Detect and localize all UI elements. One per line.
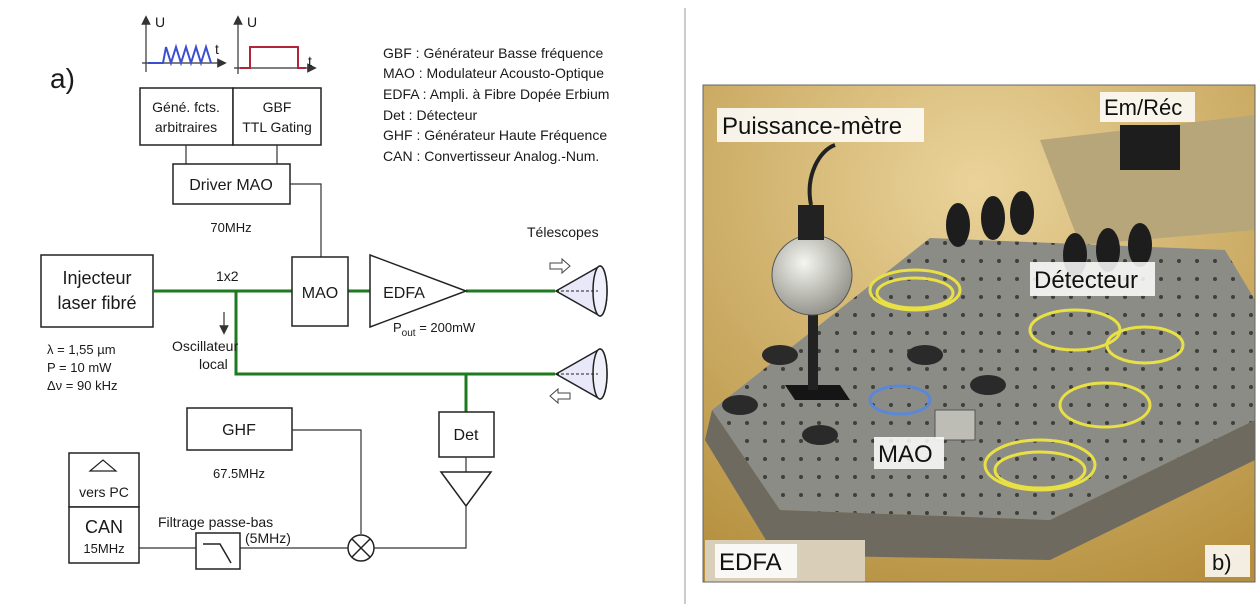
axis-t-label: t: [215, 41, 219, 57]
local-oscillator-line2: local: [199, 356, 228, 372]
photo-label-detecteur: Détecteur: [1030, 262, 1155, 296]
gbf-box: [233, 88, 321, 145]
can-frequency: 15MHz: [83, 541, 124, 556]
filter-label-line1: Filtrage passe-bas: [158, 514, 273, 530]
injecteur-line1: Injecteur: [62, 268, 131, 288]
telescope-rx-icon: [550, 349, 607, 403]
driver-frequency: 70MHz: [210, 220, 251, 235]
legend-item: GHF : Générateur Haute Fréquence: [383, 127, 607, 143]
photo-label-b: b): [1205, 545, 1250, 577]
gbf-line2: TTL Gating: [242, 119, 312, 135]
vers-pc-label: vers PC: [79, 484, 129, 500]
laser-linewidth: Δν = 90 kHz: [47, 378, 117, 393]
axis-u-label: U: [155, 14, 165, 30]
svg-text:Em/Réc: Em/Réc: [1104, 95, 1182, 120]
telescopes-label: Télescopes: [527, 224, 599, 240]
injecteur-box: [41, 255, 153, 327]
svg-text:EDFA: EDFA: [719, 549, 782, 576]
laser-power: P = 10 mW: [47, 360, 112, 375]
axis-u-label: U: [247, 14, 257, 30]
detector-label: Det: [454, 427, 479, 444]
arbitrary-generator-line2: arbitraires: [155, 119, 217, 135]
photo-label-emrec: Em/Réc: [1100, 92, 1195, 122]
can-label: CAN: [85, 517, 123, 537]
coupler-label: 1x2: [216, 268, 239, 284]
driver-mao-label: Driver MAO: [189, 177, 273, 194]
filter-label-line2: (5MHz): [245, 530, 291, 546]
telescope-tx-icon: [550, 259, 607, 316]
injecteur-line2: laser fibré: [57, 293, 136, 313]
legend-item: CAN : Convertisseur Analog.-Num.: [383, 148, 599, 164]
pout-label: Pout = 200mW: [393, 320, 476, 339]
arbitrary-generator-box: [140, 88, 233, 145]
legend-item: Det : Détecteur: [383, 107, 477, 123]
amplifier-triangle: [441, 472, 491, 506]
axis-t-label: t: [308, 53, 312, 69]
ghf-label: GHF: [222, 422, 256, 439]
gbf-line1: GBF: [263, 99, 292, 115]
photo-label-puissance: Puissance-mètre: [717, 108, 924, 142]
ghf-frequency: 67.5MHz: [213, 466, 265, 481]
legend-item: GBF : Générateur Basse fréquence: [383, 45, 603, 61]
laser-wavelength: λ = 1,55 µm: [47, 342, 116, 357]
legend-item: EDFA : Ampli. à Fibre Dopée Erbium: [383, 86, 609, 102]
legend-item: MAO : Modulateur Acousto-Optique: [383, 65, 604, 81]
photo-label-mao: MAO: [874, 437, 944, 469]
mao-label: MAO: [302, 285, 338, 302]
svg-text:Détecteur: Détecteur: [1034, 267, 1138, 294]
arbitrary-generator-line1: Géné. fcts.: [152, 99, 220, 115]
local-oscillator-line1: Oscillateur: [172, 338, 238, 354]
abbreviation-legend: GBF : Générateur Basse fréquence MAO : M…: [383, 45, 609, 164]
svg-text:MAO: MAO: [878, 441, 933, 468]
mixer-icon: [348, 535, 374, 561]
edfa-label: EDFA: [383, 285, 425, 302]
photo-label-edfa: EDFA: [715, 544, 797, 578]
panel-a-label: a): [50, 63, 75, 94]
fiber-rx-telescope: [466, 374, 555, 412]
mao-device: [935, 410, 975, 440]
lowpass-filter-box: [196, 533, 240, 569]
ttl-gate-waveform-icon: U t: [234, 14, 312, 74]
panel-a: a) U t U t Géné. fcts. arbitraires GBF T…: [41, 14, 609, 569]
svg-text:b): b): [1212, 550, 1232, 575]
arbitrary-waveform-icon: U t: [142, 14, 222, 72]
svg-text:Puissance-mètre: Puissance-mètre: [722, 113, 902, 140]
panel-b-photo: Puissance-mètre Em/Réc Détecteur MAO EDF…: [703, 85, 1255, 582]
